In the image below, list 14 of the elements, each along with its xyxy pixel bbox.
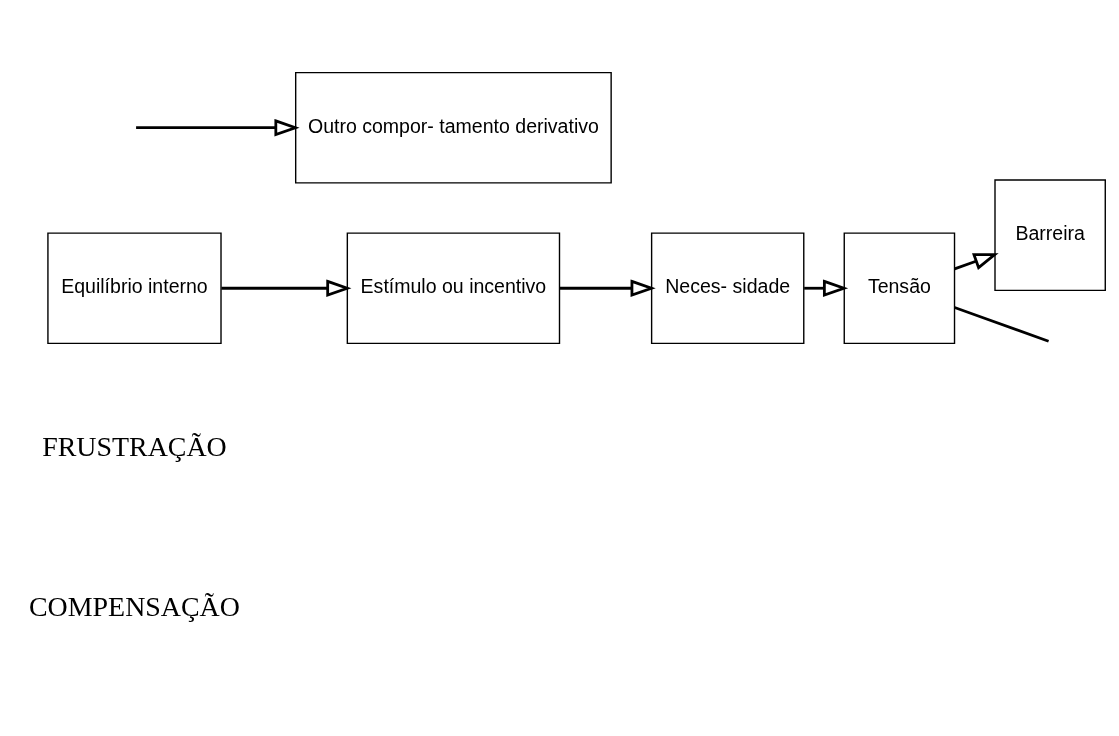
label: COMPENSAÇÃO bbox=[29, 590, 240, 622]
arrow bbox=[559, 278, 656, 297]
node-box: Barreira bbox=[994, 178, 1106, 291]
label: FRUSTRAÇÃO bbox=[42, 430, 227, 462]
node-box: Neces- sidade bbox=[650, 231, 805, 344]
node-box: Tensão bbox=[843, 231, 956, 344]
node-box: Equilíbrio interno bbox=[47, 231, 222, 344]
arrow bbox=[136, 118, 300, 137]
node-box: Estímulo ou incentivo bbox=[346, 231, 561, 344]
arrow bbox=[804, 278, 849, 297]
arrow bbox=[221, 278, 352, 297]
arrow bbox=[954, 252, 999, 270]
node-box: Outro compor- tamento derivativo bbox=[295, 71, 612, 184]
connector bbox=[954, 305, 1050, 343]
